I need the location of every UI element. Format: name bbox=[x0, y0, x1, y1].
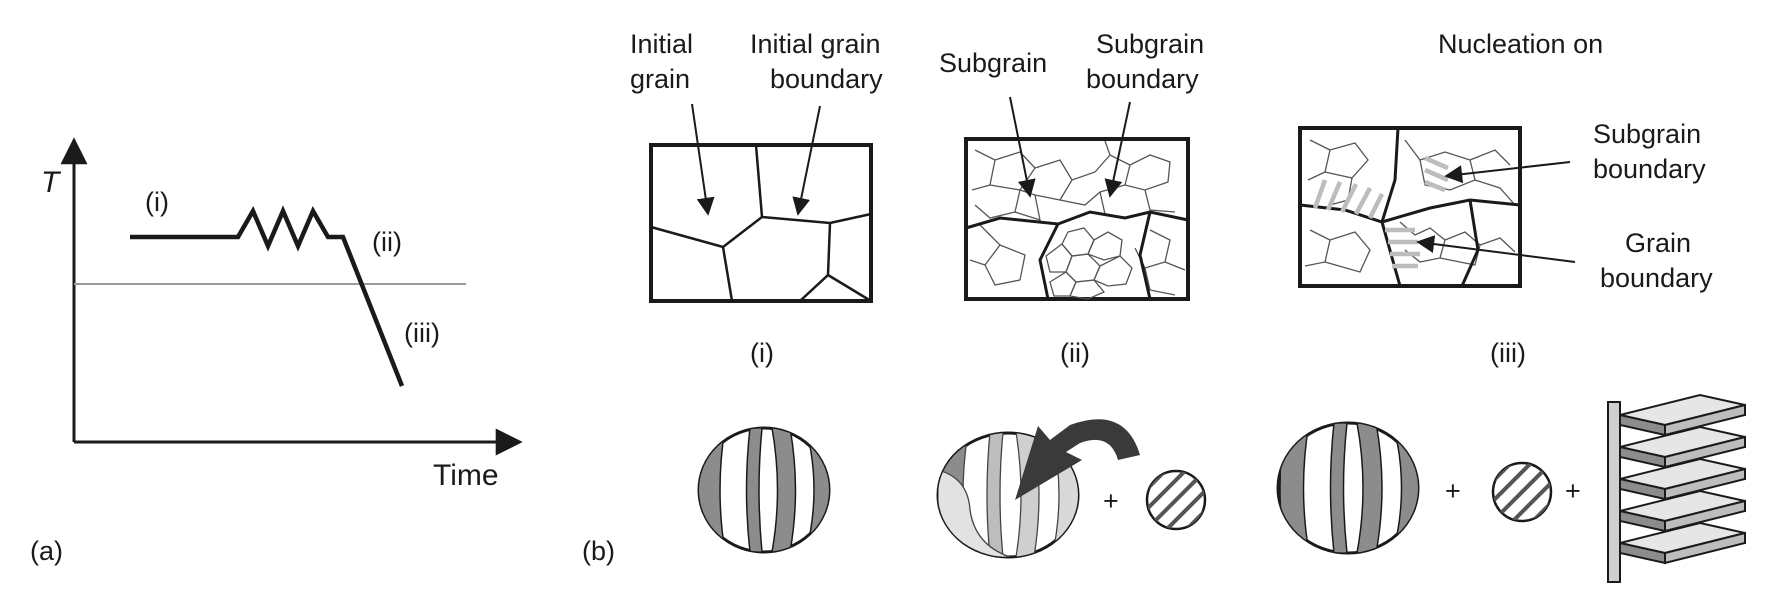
callout-grain-iii-line1: Grain bbox=[1625, 228, 1691, 258]
nucleus-stripes-iii bbox=[1493, 463, 1551, 521]
arrow-to-subgrain bbox=[1009, 96, 1036, 198]
stage-id-ii: (ii) bbox=[1060, 338, 1090, 368]
callout-grain-iii-line2: boundary bbox=[1600, 263, 1713, 293]
callout-subgrain: Subgrain bbox=[939, 48, 1047, 78]
callout-grain-boundary-line2: boundary bbox=[770, 64, 883, 94]
plus-sign-iii-1: + bbox=[1445, 476, 1461, 506]
nucleus-stripes-ii bbox=[1147, 471, 1205, 529]
arrow-to-subgrain-boundary bbox=[1104, 101, 1131, 198]
microstructure-box-ii bbox=[964, 137, 1190, 301]
stage-ii-subgrains: Subgrain Subgrain boundary bbox=[936, 29, 1207, 559]
microstructure-box-i bbox=[649, 143, 873, 303]
callout-initial-grain-line1: Initial bbox=[630, 29, 693, 59]
central-subgrain-cluster bbox=[1045, 227, 1133, 300]
panel-b-label: (b) bbox=[582, 536, 615, 566]
grain-boundaries-ii bbox=[965, 210, 1189, 300]
arrow-to-grain-boundary bbox=[792, 105, 821, 216]
arrow-to-initial-grain bbox=[691, 103, 715, 216]
lath-plate-1 bbox=[1619, 393, 1746, 437]
lath-plate-3 bbox=[1619, 457, 1746, 501]
stage-label-ii: (ii) bbox=[372, 227, 402, 257]
microstructure-box-iii bbox=[1298, 126, 1522, 288]
y-axis-label: T bbox=[41, 166, 62, 199]
panel-a-temperature-time-plot: T Time (i) (ii) (iii) (a) bbox=[30, 137, 523, 566]
stage-iii-title: Nucleation on bbox=[1438, 29, 1603, 59]
callout-initial-grain-line2: grain bbox=[630, 64, 690, 94]
plus-sign-iii-2: + bbox=[1565, 476, 1581, 506]
panel-a-label: (a) bbox=[30, 536, 63, 566]
x-axis-label: Time bbox=[433, 459, 499, 492]
callout-subgrain-iii-line1: Subgrain bbox=[1593, 119, 1701, 149]
stage-id-i: (i) bbox=[750, 338, 774, 368]
stage-i-initial-grains: Initial grain Initial grain boundary (i) bbox=[630, 29, 883, 554]
grain-boundaries-i bbox=[650, 144, 872, 303]
boundary-wall bbox=[1607, 401, 1621, 583]
thermal-history-curve bbox=[130, 205, 405, 387]
stage-id-iii: (iii) bbox=[1490, 338, 1526, 368]
plus-sign-ii: + bbox=[1103, 486, 1119, 516]
callout-subgrain-boundary-line2: boundary bbox=[1086, 64, 1199, 94]
stage-iii-nucleation: Nucleation on bbox=[1276, 29, 1746, 583]
callout-subgrain-iii-line2: boundary bbox=[1593, 154, 1706, 184]
lath-plate-4 bbox=[1619, 489, 1746, 533]
boundary-nuclei-highlight bbox=[1312, 155, 1449, 269]
arrow-to-subgrain-boundary-iii bbox=[1444, 161, 1571, 184]
transformation-arrow bbox=[1015, 419, 1140, 500]
lath-plate-5 bbox=[1619, 521, 1746, 565]
lath-plate-2 bbox=[1619, 425, 1746, 469]
callout-grain-boundary-line1: Initial grain bbox=[750, 29, 881, 59]
arrow-to-grain-boundary-iii bbox=[1416, 235, 1576, 263]
boundary-lath-stack bbox=[1607, 393, 1746, 583]
stage-label-i: (i) bbox=[145, 187, 169, 217]
stage-label-iii: (iii) bbox=[404, 318, 440, 348]
callout-subgrain-boundary-line1: Subgrain bbox=[1096, 29, 1204, 59]
